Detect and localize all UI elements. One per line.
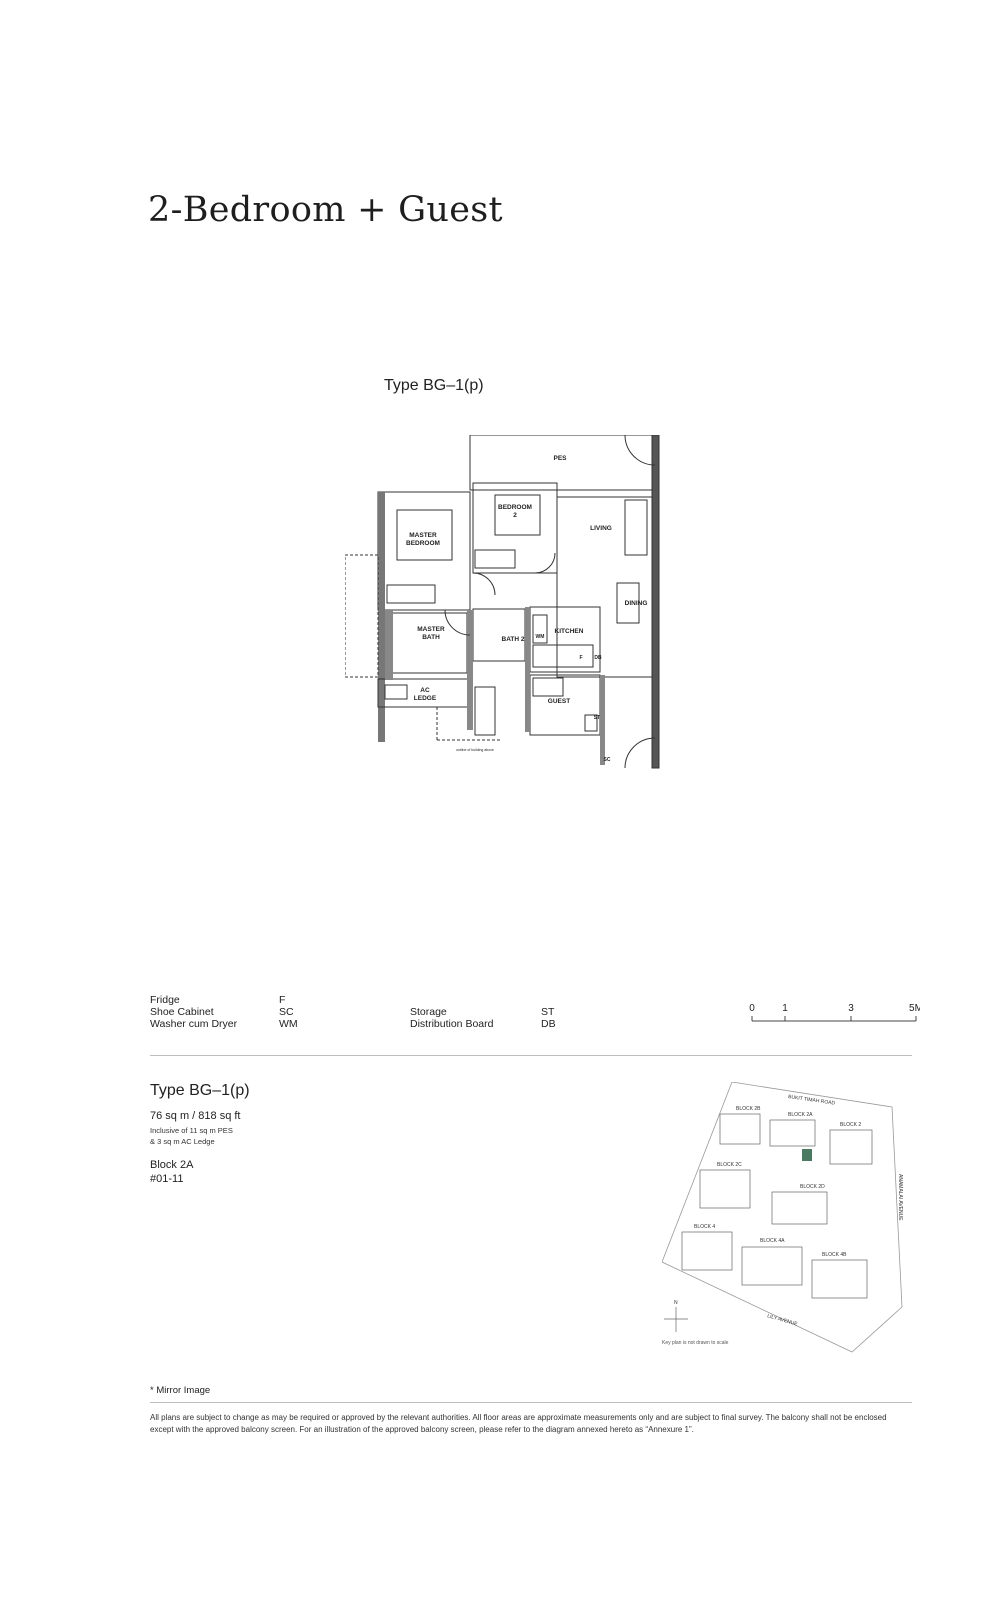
- legend-code: WM: [279, 1018, 298, 1030]
- block-label: BLOCK 4A: [760, 1238, 785, 1244]
- divider: [150, 1402, 912, 1403]
- plan-type-label: Type BG–1(p): [384, 377, 484, 394]
- room-label-bedroom2: BEDROOM: [498, 504, 532, 511]
- room-label-master-bedroom-2: BEDROOM: [406, 540, 440, 547]
- area-note-line: & 3 sq m AC Ledge: [150, 1137, 215, 1146]
- room-label-pes: PES: [553, 455, 567, 462]
- legend-names-1: Fridge Shoe Cabinet Washer cum Dryer: [150, 994, 237, 1030]
- block-label: BLOCK 2B: [736, 1106, 761, 1112]
- label-f: F: [579, 655, 582, 661]
- road-label: BUKIT TIMAH ROAD: [788, 1094, 836, 1107]
- scale-label: 3: [848, 1003, 854, 1014]
- north-label: N: [674, 1300, 678, 1306]
- label-st: ST: [594, 715, 600, 721]
- legend-names-2: Storage Distribution Board: [410, 1006, 493, 1030]
- room-label-bedroom2-num: 2: [513, 512, 517, 519]
- scale-label: 5M: [909, 1003, 920, 1014]
- room-label-master-bedroom: MASTER: [409, 532, 437, 539]
- label-sc: SC: [604, 757, 611, 763]
- legend-code: SC: [279, 1006, 294, 1018]
- unit-block: Block 2A #01-11: [150, 1158, 193, 1186]
- unit-type: Type BG–1(p): [150, 1082, 250, 1099]
- block-label: BLOCK 2A: [788, 1112, 813, 1118]
- room-label-ac-ledge: AC: [420, 687, 430, 694]
- highlight-unit: [802, 1149, 812, 1161]
- legend-code: F: [279, 994, 286, 1006]
- legend-item: Washer cum Dryer: [150, 1018, 238, 1030]
- scale-bar: 0 1 3 5M: [748, 1000, 923, 1034]
- legend-item: Shoe Cabinet: [150, 1006, 214, 1018]
- divider: [150, 1055, 912, 1056]
- keyplan-note: Key plan is not drawn to scale: [662, 1340, 729, 1346]
- page-title: 2-Bedroom + Guest: [148, 190, 503, 230]
- road-label: ANAMALAI AVENUE: [897, 1174, 903, 1221]
- area-note-line: Inclusive of 11 sq m PES: [150, 1126, 233, 1135]
- room-label-master-bath: MASTER: [417, 626, 445, 633]
- block-label: BLOCK 4B: [822, 1252, 847, 1258]
- north-arrow-icon: [664, 1307, 688, 1332]
- room-label-guest: GUEST: [548, 698, 570, 705]
- block-label: BLOCK 2D: [800, 1184, 825, 1190]
- block-label: BLOCK 2C: [717, 1162, 742, 1168]
- outline-note: outline of building above: [456, 748, 494, 752]
- legend-code: DB: [541, 1018, 556, 1030]
- legend-codes-1: F SC WM: [279, 994, 298, 1030]
- room-label-master-bath-2: BATH: [422, 634, 440, 641]
- label-wm: WM: [536, 634, 545, 640]
- label-db: DB: [594, 655, 602, 661]
- key-plan: BUKIT TIMAH ROAD ANAMALAI AVENUE LILY AV…: [662, 1082, 922, 1362]
- unit-area-note: Inclusive of 11 sq m PES & 3 sq m AC Led…: [150, 1125, 233, 1147]
- room-label-bath2: BATH 2: [502, 636, 525, 643]
- scale-label: 1: [782, 1003, 788, 1014]
- disclaimer: All plans are subject to change as may b…: [150, 1413, 887, 1434]
- scale-label: 0: [749, 1003, 755, 1014]
- legend-item: Fridge: [150, 994, 180, 1006]
- legend-code: ST: [541, 1006, 555, 1018]
- block-label: BLOCK 2: [840, 1122, 861, 1128]
- legend-item: Storage: [410, 1006, 447, 1018]
- floor-plan: PES BEDROOM 2 LIVING MASTER BEDROOM DINI…: [345, 435, 680, 790]
- room-label-living: LIVING: [590, 525, 612, 532]
- room-label-kitchen: KITCHEN: [555, 628, 584, 635]
- legend-codes-2: ST DB: [541, 1006, 556, 1030]
- unit-number: #01-11: [150, 1173, 184, 1185]
- unit-area: 76 sq m / 818 sq ft: [150, 1110, 241, 1122]
- room-label-ac-ledge-2: LEDGE: [414, 695, 437, 702]
- legend-item: Distribution Board: [410, 1018, 494, 1030]
- block-name: Block 2A: [150, 1159, 194, 1171]
- block-label: BLOCK 4: [694, 1224, 715, 1230]
- room-label-dining: DINING: [625, 600, 648, 607]
- mirror-note: * Mirror Image: [150, 1385, 211, 1396]
- road-label: LILY AVENUE: [766, 1313, 798, 1328]
